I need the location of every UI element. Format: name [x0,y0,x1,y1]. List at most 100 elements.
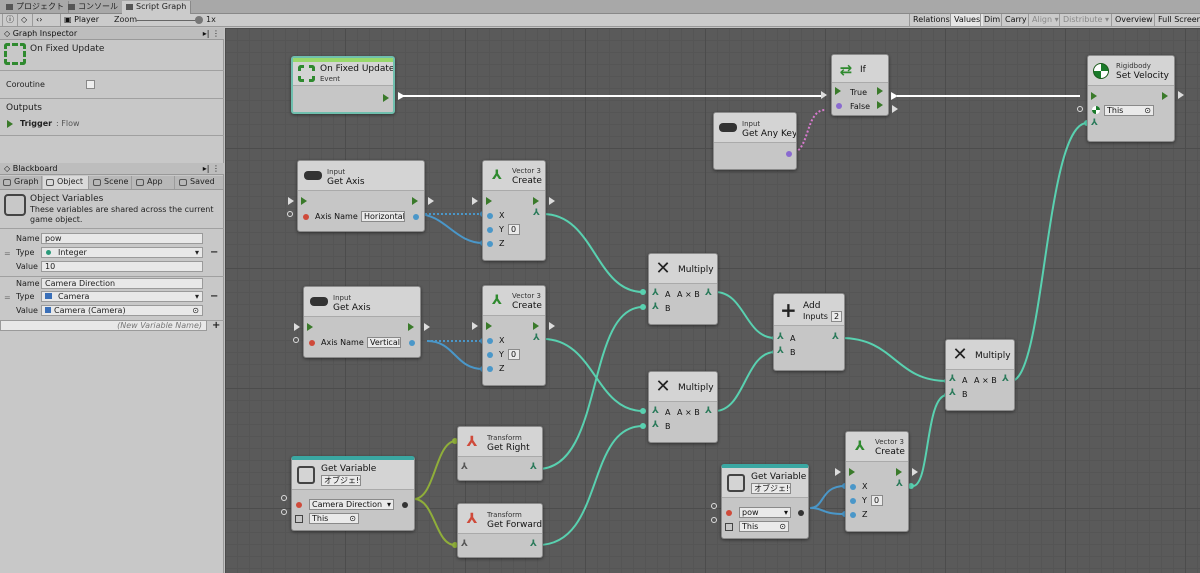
tab-console[interactable]: コンソール [64,1,123,14]
sum-out-port[interactable]: ⅄ [832,332,839,342]
get-axis-vertical-node[interactable]: Input Get Axis Axis Name Vertical [303,286,421,358]
z-port[interactable] [487,241,493,247]
var2-type-dropdown[interactable]: Camera▾ [41,291,203,302]
target-field[interactable]: This⊙ [309,513,359,524]
coroutine-checkbox[interactable] [86,80,95,89]
get-axis-horizontal-node[interactable]: Input Get Axis Axis Name Horizontal [297,160,425,232]
float-out-port[interactable] [413,214,419,220]
new-variable-name-input[interactable]: (New Variable Name) [0,320,207,331]
carry-button[interactable]: Carry [1001,14,1030,26]
flow-out-port[interactable] [412,197,418,205]
flow-out-port[interactable] [1162,92,1168,100]
value-out-port[interactable] [798,510,804,516]
var2-name-field[interactable]: Camera Direction [41,278,203,289]
velocity-in-port[interactable]: ⅄ [1091,118,1098,128]
overview-button[interactable]: Overview [1111,14,1156,26]
value-out-port[interactable] [402,502,408,508]
object-picker-icon[interactable]: ⊙ [779,522,786,531]
variable-name-dropdown[interactable]: pow▾ [739,507,791,518]
b-port[interactable]: ⅄ [652,420,659,430]
flow-in-port[interactable] [301,197,307,205]
name-port[interactable] [726,510,732,516]
distribute-dropdown[interactable]: Distribute ▾ [1059,14,1112,26]
relations-button[interactable]: Relations [909,14,953,26]
flow-out-port[interactable] [533,197,539,205]
condition-port[interactable] [836,103,842,109]
name-port[interactable] [296,502,302,508]
scope-dropdown[interactable]: オブジェ!▾ [751,483,791,494]
flow-out-port[interactable] [896,468,902,476]
flow-in-port[interactable] [307,323,313,331]
drag-handle-icon[interactable]: = [4,249,11,258]
vector3-create-node-1[interactable]: ⅄ Vector 3 Create X ⅄ Y 0 Z [482,160,546,261]
tab-scene[interactable]: Scene [90,176,132,189]
vector-out-port[interactable]: ⅄ [533,333,540,343]
panel-menu-icon[interactable]: ▸| ⋮ [202,164,220,173]
transform-in-port[interactable]: ⅄ [461,462,468,472]
flow-out-port[interactable] [533,322,539,330]
align-dropdown[interactable]: Align ▾ [1028,14,1062,26]
vector-out-port[interactable]: ⅄ [896,479,903,489]
transform-get-forward-node[interactable]: ⅄ Transform Get Forward ⅄ ⅄ [457,503,543,558]
var1-name-field[interactable]: pow [41,233,203,244]
x-port[interactable] [487,338,493,344]
axis-name-port[interactable] [309,340,315,346]
var1-type-dropdown[interactable]: Integer▾ [41,247,203,258]
a-port[interactable]: ⅄ [777,332,784,342]
drag-handle-icon[interactable]: = [4,293,11,302]
z-port[interactable] [850,512,856,518]
axis-name-port[interactable] [303,214,309,220]
b-port[interactable]: ⅄ [949,388,956,398]
tab-script-graph[interactable]: Script Graph [122,1,192,14]
false-out-port[interactable] [877,101,883,109]
remove-variable-button[interactable]: − [210,247,219,258]
b-port[interactable]: ⅄ [652,302,659,312]
float-out-port[interactable] [409,340,415,346]
graph-canvas[interactable]: On Fixed Update Event ⇄ If True False Ri… [225,28,1200,573]
flow-out-port[interactable] [383,94,389,102]
multiply-node-2[interactable]: ✕ Multiply ⅄ A A × B ⅄ ⅄ B [648,371,718,443]
object-picker-icon[interactable]: ⊙ [349,514,356,523]
variable-name-dropdown[interactable]: Camera Direction▾ [309,499,394,510]
transform-in-port[interactable]: ⅄ [461,539,468,549]
z-port[interactable] [487,366,493,372]
vector-out-port[interactable]: ⅄ [530,539,537,549]
x-port[interactable] [850,484,856,490]
product-out-port[interactable]: ⅄ [1002,374,1009,384]
multiply-node-3[interactable]: ✕ Multiply ⅄ A A × B ⅄ ⅄ B [945,339,1015,411]
var2-value-field[interactable]: Camera (Camera)⊙ [41,305,203,316]
set-velocity-node[interactable]: Rigidbody Set Velocity This⊙ ⅄ [1087,55,1175,142]
target-field[interactable]: This⊙ [739,521,789,532]
flow-in-port[interactable] [486,322,492,330]
inputs-field[interactable]: 2 [831,311,842,322]
true-out-port[interactable] [877,87,883,95]
on-fixed-update-node[interactable]: On Fixed Update Event [291,56,395,114]
var1-value-field[interactable]: 10 [41,261,203,272]
a-port[interactable]: ⅄ [652,406,659,416]
b-port[interactable]: ⅄ [777,346,784,356]
y-field[interactable]: 0 [508,224,520,235]
product-out-port[interactable]: ⅄ [705,406,712,416]
axis-name-field[interactable]: Horizontal [361,211,405,222]
x-port[interactable] [487,213,493,219]
info-icon[interactable]: ⓘ [2,14,16,26]
code-icon[interactable]: ‹› [32,14,48,26]
multiply-node-1[interactable]: ✕ Multiply ⅄ A A × B ⅄ ⅄ B [648,253,718,325]
values-button[interactable]: Values [950,14,984,26]
player-breadcrumb[interactable]: ▣ Player [60,14,102,26]
object-picker-icon[interactable]: ⊙ [1144,106,1151,115]
a-port[interactable]: ⅄ [949,374,956,384]
flow-out-port[interactable] [408,323,414,331]
transform-get-right-node[interactable]: ⅄ Transform Get Right ⅄ ⅄ [457,426,543,481]
add-node[interactable]: + Add Inputs 2 ⅄ A ⅄ ⅄ B [773,293,845,371]
get-variable-pow-node[interactable]: Get Variable オブジェ!▾ pow▾ This⊙ [721,464,809,539]
get-variable-camera-node[interactable]: Get Variable オブジェ!▾ Camera Direction▾ Th… [291,456,415,531]
lock-icon[interactable]: ◇ [17,14,31,26]
tab-project[interactable]: プロジェクト [2,1,69,14]
vector-out-port[interactable]: ⅄ [533,208,540,218]
get-any-key-node[interactable]: Input Get Any Key [713,112,797,170]
tab-app[interactable]: App [133,176,175,189]
y-port[interactable] [487,352,493,358]
vector-out-port[interactable]: ⅄ [530,462,537,472]
vector3-create-node-2[interactable]: ⅄ Vector 3 Create X ⅄ Y 0 Z [482,285,546,386]
